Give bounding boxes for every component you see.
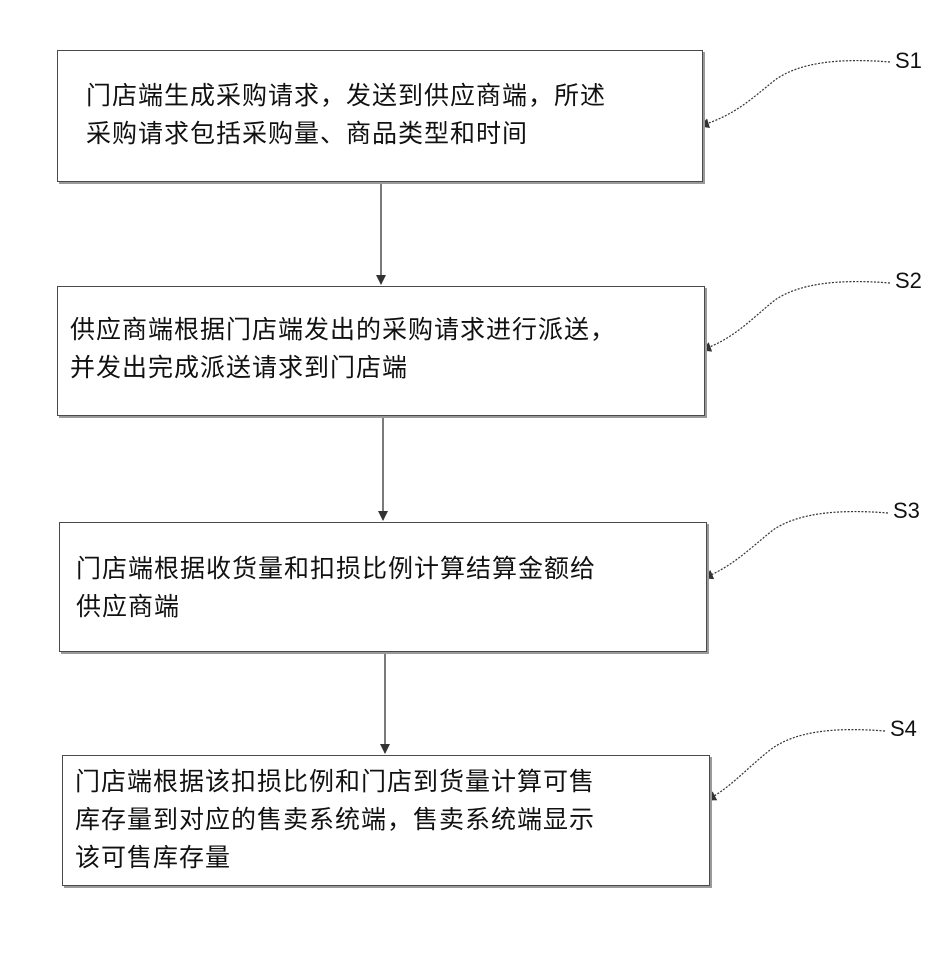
step-label-s2: S2	[895, 270, 922, 292]
step-label-s3: S3	[893, 500, 920, 522]
step-s3-line-2: 供应商端	[76, 588, 596, 626]
step-box-s2: 供应商端根据门店端发出的采购请求进行派送， 并发出完成派送请求到门店端	[57, 286, 705, 416]
step-s2-line-2: 并发出完成派送请求到门店端	[70, 349, 616, 387]
step-s4-line-2: 库存量到对应的售卖系统端，售卖系统端显示	[75, 801, 595, 839]
step-text-s1: 门店端生成采购请求，发送到供应商端，所述 采购请求包括采购量、商品类型和时间	[86, 77, 606, 153]
step-box-s3: 门店端根据收货量和扣损比例计算结算金额给 供应商端	[59, 522, 707, 652]
step-box-s1: 门店端生成采购请求，发送到供应商端，所述 采购请求包括采购量、商品类型和时间	[57, 50, 703, 182]
step-text-s3: 门店端根据收货量和扣损比例计算结算金额给 供应商端	[76, 550, 596, 626]
leader-line-s2	[702, 282, 890, 350]
step-s1-line-2: 采购请求包括采购量、商品类型和时间	[86, 115, 606, 153]
step-s4-line-1: 门店端根据该扣损比例和门店到货量计算可售	[75, 763, 595, 801]
step-s3-line-1: 门店端根据收货量和扣损比例计算结算金额给	[76, 550, 596, 588]
leader-line-s1	[700, 61, 890, 126]
step-text-s4: 门店端根据该扣损比例和门店到货量计算可售 库存量到对应的售卖系统端，售卖系统端显…	[75, 763, 595, 877]
step-s4-line-3: 该可售库存量	[75, 839, 595, 877]
leader-line-s3	[704, 512, 888, 578]
step-box-s4: 门店端根据该扣损比例和门店到货量计算可售 库存量到对应的售卖系统端，售卖系统端显…	[62, 755, 710, 886]
step-s2-line-1: 供应商端根据门店端发出的采购请求进行派送，	[70, 311, 616, 349]
step-text-s2: 供应商端根据门店端发出的采购请求进行派送， 并发出完成派送请求到门店端	[70, 311, 616, 387]
leader-line-s4	[707, 730, 885, 800]
step-label-s1: S1	[895, 50, 922, 72]
step-s1-line-1: 门店端生成采购请求，发送到供应商端，所述	[86, 77, 606, 115]
step-label-s4: S4	[890, 718, 917, 740]
